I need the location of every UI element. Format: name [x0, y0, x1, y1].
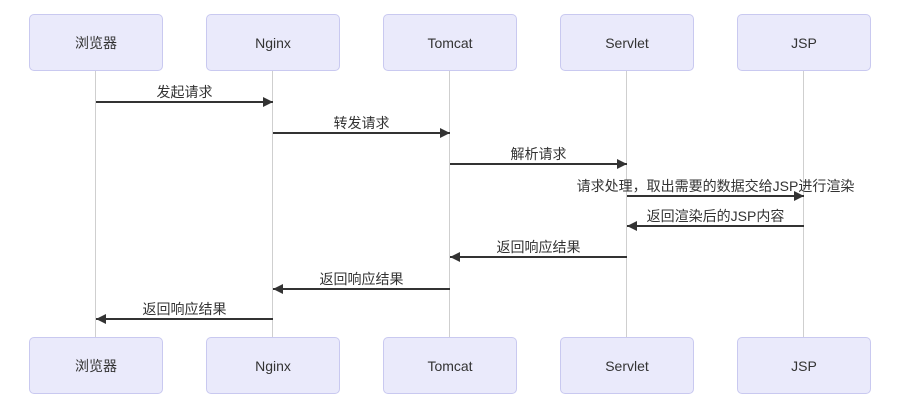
arrow-head-icon: [96, 314, 106, 324]
arrow-head-icon: [450, 252, 460, 262]
arrow-head-icon: [440, 128, 450, 138]
participant-label: Servlet: [605, 34, 649, 51]
participant-label: JSP: [791, 357, 817, 374]
arrow-head-icon: [627, 221, 637, 231]
participant-label: JSP: [791, 34, 817, 51]
participant-box-browser-bottom: 浏览器: [29, 337, 163, 394]
message-label: 解析请求: [510, 146, 567, 162]
message-return-rendered-jsp: 返回渲染后的JSP内容: [627, 209, 804, 231]
arrow-head-icon: [273, 284, 283, 294]
message-label: 返回渲染后的JSP内容: [646, 208, 785, 224]
lifeline-jsp: [803, 71, 804, 337]
message-label: 转发请求: [333, 115, 390, 131]
participant-box-browser-top: 浏览器: [29, 14, 163, 71]
participant-box-nginx-bottom: Nginx: [206, 337, 340, 394]
message-label: 返回响应结果: [319, 271, 404, 287]
message-return-response-nginx-browser: 返回响应结果: [96, 302, 273, 324]
participant-box-jsp-top: JSP: [737, 14, 871, 71]
participant-label: Servlet: [605, 357, 649, 374]
lifeline-tomcat: [449, 71, 450, 337]
lifeline-browser: [95, 71, 96, 337]
message-return-response-servlet-tomcat: 返回响应结果: [450, 240, 627, 262]
message-label: 发起请求: [156, 84, 213, 100]
arrow-head-icon: [794, 191, 804, 201]
message-parse-request: 解析请求: [450, 147, 627, 169]
participant-box-nginx-top: Nginx: [206, 14, 340, 71]
arrow-head-icon: [617, 159, 627, 169]
participant-label: Tomcat: [427, 34, 473, 51]
message-initiate-request: 发起请求: [96, 85, 273, 107]
participant-label: 浏览器: [75, 357, 117, 374]
participant-label: 浏览器: [75, 34, 117, 51]
participant-box-servlet-top: Servlet: [560, 14, 694, 71]
message-label: 返回响应结果: [142, 301, 227, 317]
participant-label: Nginx: [255, 34, 291, 51]
message-label: 返回响应结果: [496, 239, 581, 255]
arrow-head-icon: [263, 97, 273, 107]
participant-box-jsp-bottom: JSP: [737, 337, 871, 394]
participant-box-tomcat-bottom: Tomcat: [383, 337, 517, 394]
participant-box-tomcat-top: Tomcat: [383, 14, 517, 71]
message-return-response-tomcat-nginx: 返回响应结果: [273, 272, 450, 294]
participant-label: Nginx: [255, 357, 291, 374]
participant-box-servlet-bottom: Servlet: [560, 337, 694, 394]
lifeline-servlet: [626, 71, 627, 337]
participant-label: Tomcat: [427, 357, 473, 374]
message-label: 请求处理，取出需要的数据交给JSP进行渲染: [576, 178, 855, 194]
message-forward-request: 转发请求: [273, 116, 450, 138]
message-process-and-render: 请求处理，取出需要的数据交给JSP进行渲染: [577, 179, 854, 201]
lifeline-nginx: [272, 71, 273, 337]
